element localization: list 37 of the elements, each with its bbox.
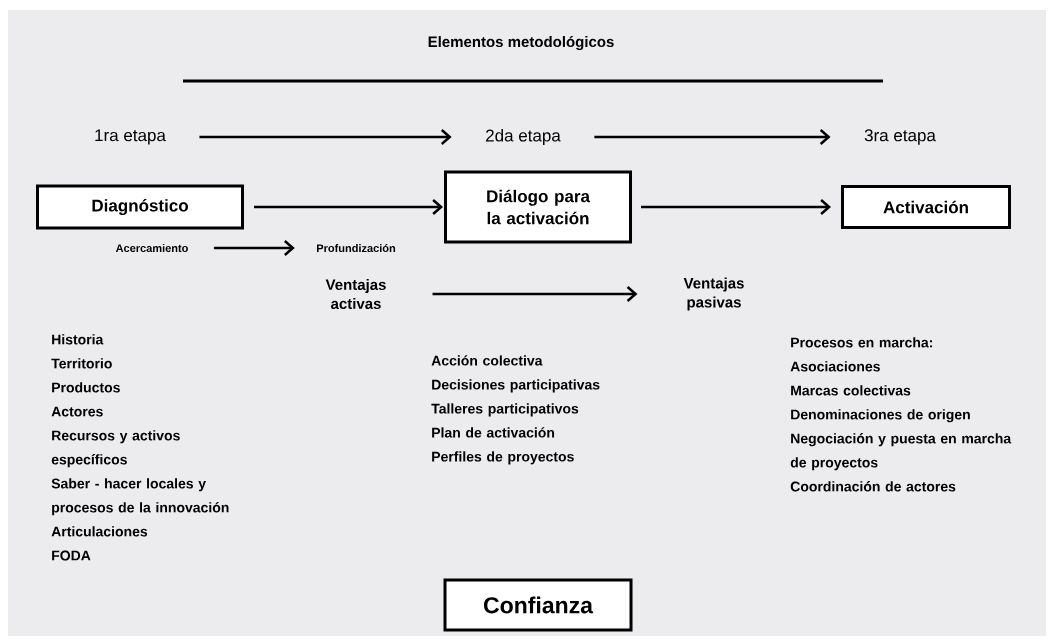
list-item: Procesos en marcha: [791, 337, 932, 348]
list-item: Decisiones participativas [432, 379, 600, 393]
list-item: Actores [51, 406, 103, 417]
process-box: Confianza [443, 578, 633, 632]
list-item: Territorio [51, 358, 112, 369]
list-item: Productos [52, 382, 120, 393]
list-item: Asociaciones [790, 361, 880, 372]
process-box: Diálogo para la activación [444, 170, 632, 244]
stage-label: 2da etapa [486, 129, 561, 145]
title: Elementos metodológicos [428, 35, 614, 51]
list-item: Negociación y puesta en marcha de proyectos [790, 433, 1012, 471]
arrow [594, 129, 831, 145]
list-item: Historia [52, 334, 104, 345]
advantage-label: Ventajas activas [325, 279, 386, 309]
stage-label: 3ra etapa [864, 129, 936, 145]
list-item: Perfiles de proyectos [432, 451, 574, 465]
advantage-label: Ventajas pasivas [683, 277, 744, 311]
arrow [432, 286, 638, 302]
list-item: Saber - hacer locales y procesos de la innovación [51, 478, 229, 516]
process-box: Diagnóstico [36, 184, 244, 230]
list-item: Marcas colectivas [791, 385, 911, 396]
list-item: Denominaciones de origen [791, 409, 970, 423]
step-label: Acercamiento [115, 243, 188, 253]
list-item: Acción colectiva [431, 355, 543, 366]
list-item: Talleres participativos [431, 403, 579, 417]
list-item: Recursos y activos específicos [51, 430, 180, 468]
stage-label: 1ra etapa [95, 129, 166, 145]
list-item: Coordinación de actores [790, 481, 956, 492]
process-box: Activación [841, 185, 1011, 229]
arrow [641, 199, 831, 215]
list-item: Plan de activación [432, 427, 555, 438]
arrow [213, 240, 295, 256]
step-label: Profundización [317, 243, 396, 253]
arrow [254, 199, 443, 215]
list-item: FODA [52, 550, 91, 561]
arrow [199, 129, 452, 145]
list-item: Articulaciones [51, 526, 148, 537]
